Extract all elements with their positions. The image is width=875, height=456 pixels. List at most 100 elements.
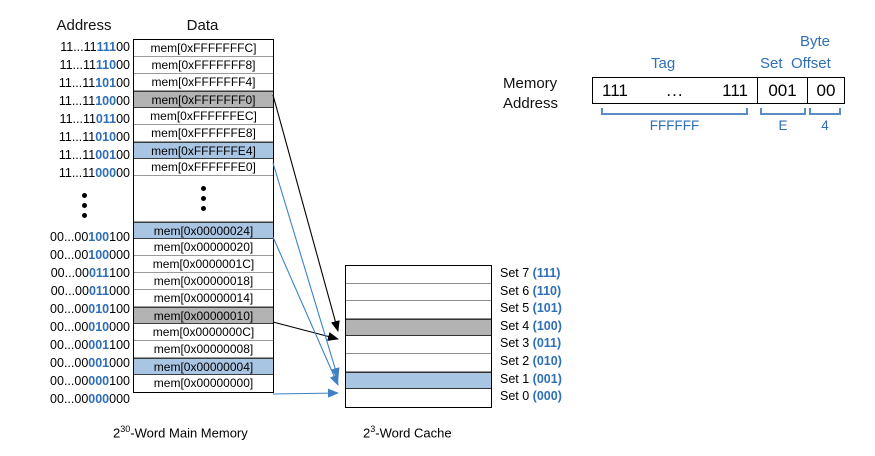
- address-set-bits: 100: [88, 248, 110, 262]
- cache-caption: 23-Word Cache: [363, 424, 452, 440]
- cache-row: [346, 353, 491, 372]
- address-offset-bits: 00: [116, 148, 130, 162]
- tag-bits-left: 111: [602, 80, 628, 100]
- memory-address-box: 111 ... 111 001 00: [592, 77, 845, 104]
- address-offset-bits: 00: [116, 94, 130, 108]
- address-label: 11...1101100: [38, 110, 130, 128]
- address-offset-bits: 000: [109, 356, 130, 370]
- address-offset-bits: 00: [116, 112, 130, 126]
- address-set-bits: 100: [95, 94, 117, 108]
- address-set-bits: 100: [88, 230, 110, 244]
- address-label: 11...1110100: [38, 74, 130, 92]
- mem-caption-rest: -Word Main Memory: [130, 425, 248, 441]
- cache-caption-rest: -Word Cache: [375, 425, 452, 441]
- cache-set-label: Set 3 (011): [500, 335, 610, 353]
- address-set-bits: 000: [88, 374, 110, 388]
- offset-hex-label: 4: [821, 118, 829, 133]
- cache-set-bits: (001): [532, 371, 562, 386]
- set-field-title: Set: [760, 55, 783, 72]
- address-tag-bits: 11...11: [60, 40, 97, 54]
- set-brace: [760, 108, 806, 115]
- address-offset-bits: 100: [109, 374, 130, 388]
- memory-row: mem[0x0000000C]: [134, 324, 273, 341]
- memory-row: mem[0xFFFFFFF8]: [134, 57, 273, 74]
- set-bits-field: 001: [758, 78, 808, 103]
- address-label: 00...00010000: [38, 318, 130, 336]
- tag-field-title: Tag: [651, 55, 676, 72]
- cache-row: [346, 318, 491, 337]
- address-ellipsis: [38, 182, 130, 228]
- cache-set-name: Set 2: [500, 353, 533, 368]
- cache-row: [346, 371, 491, 390]
- address-label: 00...00000100: [38, 372, 130, 390]
- cache-set-label: Set 1 (001): [500, 371, 610, 389]
- address-set-bits: 001: [95, 148, 117, 162]
- address-set-bits: 001: [88, 356, 110, 370]
- memory-row: mem[0x00000014]: [134, 290, 273, 307]
- cache-set-label: Set 2 (010): [500, 353, 610, 371]
- cache-row: [346, 389, 491, 407]
- address-set-bits: 011: [95, 112, 117, 126]
- tag-hex-label: FFFFFF: [649, 118, 700, 133]
- address-tag-bits: 00...00: [50, 392, 89, 406]
- address-label: 11...1101000: [38, 128, 130, 146]
- address-tag-bits: 00...00: [50, 356, 89, 370]
- address-set-bits: 110: [95, 58, 117, 72]
- cache-set-name: Set 6: [500, 283, 533, 298]
- address-tag-bits: 00...00: [50, 284, 89, 298]
- memory-row: mem[0xFFFFFFE8]: [134, 125, 273, 142]
- address-offset-bits: 00: [116, 76, 130, 90]
- memory-row: mem[0x00000018]: [134, 273, 273, 290]
- cache-set-bits: (101): [532, 301, 562, 316]
- memory-ellipsis-cell: [134, 176, 273, 222]
- memory-row: mem[0x00000024]: [134, 222, 273, 239]
- address-label: 11...1100000: [38, 164, 130, 182]
- offset-bits-field: 00: [816, 80, 836, 100]
- tag-brace: [601, 108, 748, 115]
- mem-caption-base: 2: [113, 425, 121, 441]
- cache-set-name: Set 5: [500, 301, 533, 316]
- address-label: 00...00100100: [38, 228, 130, 246]
- cache-row: [346, 283, 491, 302]
- cache-table: [345, 265, 492, 408]
- cache-set-label: Set 7 (111): [500, 265, 610, 283]
- memory-row: mem[0x00000020]: [134, 239, 273, 256]
- memory-row: mem[0x00000004]: [134, 358, 273, 375]
- address-label: 00...00010100: [38, 300, 130, 318]
- tag-field: 111 ... 111: [593, 78, 758, 103]
- address-offset-bits: 00: [116, 40, 130, 54]
- cache-set-label: Set 4 (100): [500, 318, 610, 336]
- address-set-bits: 010: [88, 302, 110, 316]
- address-label: 00...00011000: [38, 282, 130, 300]
- cache-set-name: Set 4: [500, 318, 533, 333]
- data-column-header: Data: [186, 17, 219, 34]
- address-label: 00...00100000: [38, 246, 130, 264]
- address-offset-bits: 100: [109, 230, 130, 244]
- address-set-bits: 101: [95, 76, 117, 90]
- main-memory-caption: 230-Word Main Memory: [113, 424, 248, 440]
- address-label: 11...1100100: [38, 146, 130, 164]
- memory-address-label-line1: Memory: [503, 75, 558, 92]
- cache-row: [346, 266, 491, 284]
- cache-set-name: Set 1: [500, 371, 533, 386]
- memory-row: mem[0x00000000]: [134, 375, 273, 392]
- cache-set-labels: Set 7 (111)Set 6 (110)Set 5 (101)Set 4 (…: [500, 265, 610, 406]
- address-tag-bits: 00...00: [50, 374, 89, 388]
- memory-row: mem[0xFFFFFFF4]: [134, 74, 273, 91]
- address-offset-bits: 100: [109, 338, 130, 352]
- memory-address-label-line2: Address: [503, 95, 559, 112]
- cache-set-bits: (010): [532, 353, 562, 368]
- address-offset-bits: 00: [116, 130, 130, 144]
- address-tag-bits: 11...11: [59, 58, 96, 72]
- address-tag-bits: 11...11: [58, 94, 96, 108]
- address-tag-bits: 00...00: [50, 338, 89, 352]
- address-label: 11...1110000: [38, 92, 130, 110]
- address-offset-bits: 00: [116, 58, 130, 72]
- address-label: 00...00011100: [38, 264, 130, 282]
- cache-caption-exponent: 3: [370, 424, 376, 434]
- mem-caption-exponent: 30: [120, 424, 131, 434]
- address-label: 00...00001100: [38, 336, 130, 354]
- cache-set-bits: (000): [532, 389, 562, 404]
- address-tag-bits: 11...11: [58, 148, 96, 162]
